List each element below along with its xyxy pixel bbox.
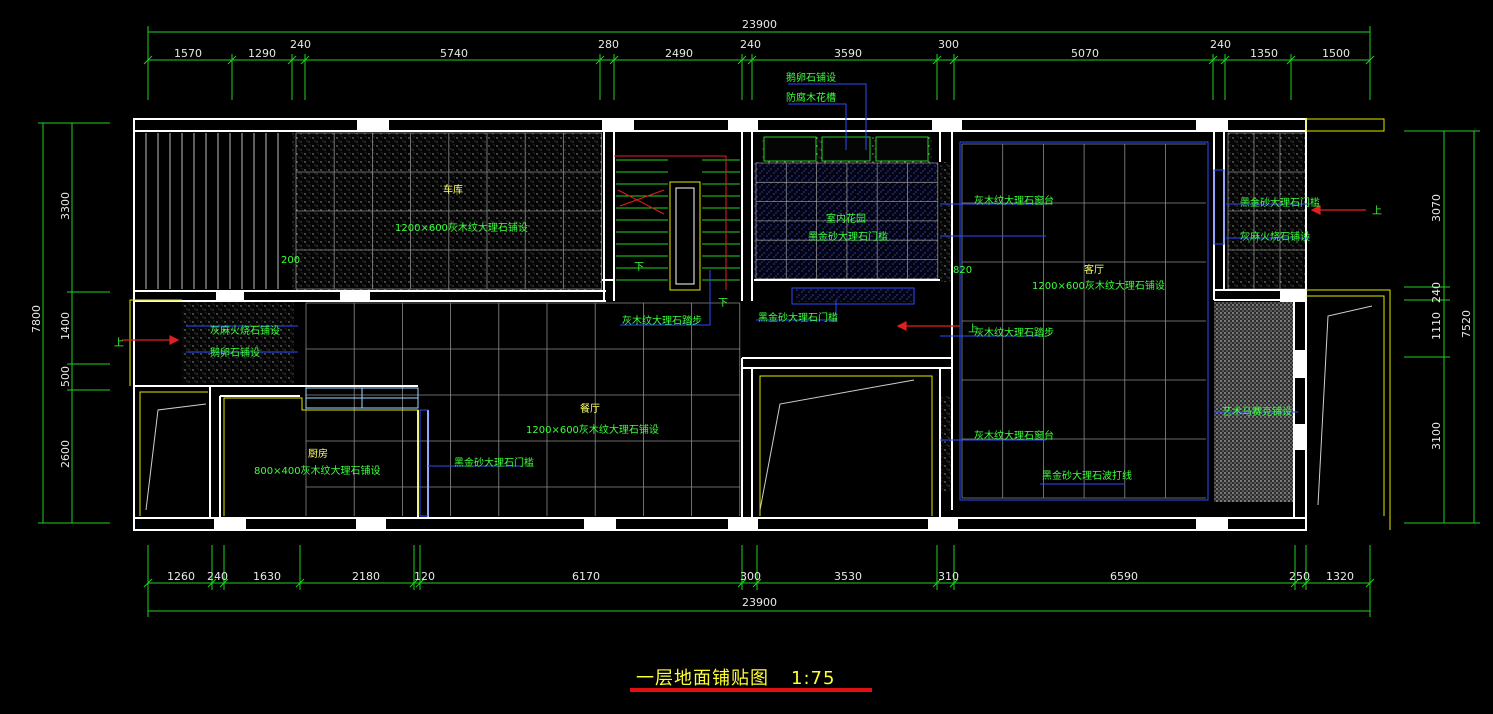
dim-top-seg: 1350 [1250, 47, 1278, 60]
dim-top-seg: 1500 [1322, 47, 1350, 60]
note-up: 上 [114, 337, 124, 349]
leader-lines [186, 83, 1310, 485]
note-up: 上 [1372, 205, 1382, 217]
note-right-flamed: 灰麻火烧石铺设 [1240, 230, 1310, 243]
living-edge [419, 141, 1225, 517]
dim-top-seg: 2490 [665, 47, 693, 60]
note-up: 下 [718, 298, 728, 309]
dim-top-seg: 240 [290, 38, 311, 51]
note-right-threshold: 黑金砂大理石门槛 [1240, 196, 1320, 209]
dim-right-seg: 1110 [1430, 312, 1443, 340]
dim-bottom-seg: 1320 [1326, 570, 1354, 583]
dim-left-seg: 2600 [59, 440, 72, 468]
note-center-threshold: 黑金砂大理石门槛 [758, 311, 838, 324]
dim-left-seg: 3300 [59, 192, 72, 220]
note-small-dim: 200 [281, 255, 300, 266]
planters [763, 136, 929, 162]
cabinet-marks [145, 305, 1373, 511]
dim-bottom-seg: 2180 [352, 570, 380, 583]
note-pebble: 鹅卵石铺设 [786, 71, 836, 84]
dim-top-total: 23900 [742, 18, 777, 31]
dim-top-seg: 240 [1210, 38, 1231, 51]
note-living-sill2: 灰木纹大理石窗台 [974, 429, 1054, 442]
drawing-scale: 1:75 [791, 668, 836, 689]
dim-right-seg: 3100 [1430, 422, 1443, 450]
dimension-lines [38, 26, 1480, 617]
material-notes: 鹅卵石铺设 防腐木花槽 灰木纹大理石窗台 黑金砂大理石门槛 灰麻火烧石铺设 灰麻… [114, 71, 1382, 482]
dining-spec: 1200×600灰木纹大理石铺设 [526, 423, 659, 436]
title-underline [630, 688, 872, 692]
entry-arrows [122, 205, 1366, 345]
dim-bottom-seg: 120 [414, 570, 435, 583]
dim-bottom-seg: 1260 [167, 570, 195, 583]
dim-left-total: 7800 [30, 305, 43, 333]
note-up: 下 [634, 262, 644, 273]
window-marks [214, 119, 1306, 530]
dim-right-seg: 240 [1430, 282, 1443, 303]
dim-left-seg: 1400 [59, 312, 72, 340]
kitchen-spec: 800×400灰木纹大理石铺设 [254, 464, 381, 477]
stairwell [614, 155, 727, 291]
tile-grids [145, 132, 1307, 516]
dim-bottom-seg: 240 [207, 570, 228, 583]
note-left-flamed: 灰麻火烧石铺设 [210, 324, 280, 337]
dim-top-seg: 5070 [1071, 47, 1099, 60]
dim-top-seg: 5740 [440, 47, 468, 60]
living-spec: 1200×600灰木纹大理石铺设 [1032, 279, 1165, 292]
drawing-title-text: 一层地面铺贴图 [636, 668, 769, 689]
floor-fills [136, 131, 1306, 502]
dim-top-seg: 300 [938, 38, 959, 51]
note-living-steps: 灰木纹大理石踏步 [974, 326, 1054, 339]
dim-right-total: 7520 [1460, 310, 1473, 338]
note-up: 上 [968, 323, 978, 335]
dining-name: 餐厅 [580, 402, 600, 415]
note-mosaic: 艺术马赛克铺设 [1222, 405, 1292, 418]
dim-bottom-seg: 1630 [253, 570, 281, 583]
garden-name: 室内花园 [826, 212, 866, 225]
garage-name: 车库 [443, 183, 463, 196]
note-small-dim: 820 [953, 265, 972, 276]
note-left-pebble: 鹅卵石铺设 [210, 346, 260, 359]
dim-top-seg: 3590 [834, 47, 862, 60]
dim-top-seg: 280 [598, 38, 619, 51]
dim-left-seg: 500 [59, 366, 72, 387]
dim-top-seg: 240 [740, 38, 761, 51]
dim-bottom-seg: 300 [740, 570, 761, 583]
dim-top-seg: 1570 [174, 47, 202, 60]
dim-bottom-seg: 250 [1289, 570, 1310, 583]
drawing-title: 一层地面铺贴图 1:75 [636, 664, 835, 690]
kitchen-counter [305, 387, 419, 409]
dimension-labels: 23900 1570 1290 240 5740 280 2490 240 35… [30, 18, 1473, 609]
dim-right-seg: 3070 [1430, 194, 1443, 222]
dim-bottom-total: 23900 [742, 596, 777, 609]
dim-bottom-seg: 310 [938, 570, 959, 583]
dim-bottom-seg: 6590 [1110, 570, 1138, 583]
kitchen-outline [129, 118, 1391, 530]
note-living-sill: 灰木纹大理石窗台 [974, 194, 1054, 207]
note-stair-steps: 灰木纹大理石踏步 [622, 314, 702, 327]
dim-top-seg: 1290 [248, 47, 276, 60]
room-labels: 车库 1200×600灰木纹大理石铺设 室内花园 黑金砂大理石门槛 客厅 120… [254, 183, 1165, 477]
note-edge-line: 黑金砂大理石波打线 [1042, 469, 1132, 482]
note-planter: 防腐木花槽 [786, 91, 836, 104]
dim-bottom-seg: 3530 [834, 570, 862, 583]
garden-spec: 黑金砂大理石门槛 [808, 230, 888, 243]
dim-bottom-seg: 6170 [572, 570, 600, 583]
kitchen-name: 厨房 [308, 447, 328, 460]
note-kitchen-threshold: 黑金砂大理石门槛 [454, 456, 534, 469]
living-name: 客厅 [1084, 263, 1104, 276]
garage-spec: 1200×600灰木纹大理石铺设 [395, 221, 528, 234]
